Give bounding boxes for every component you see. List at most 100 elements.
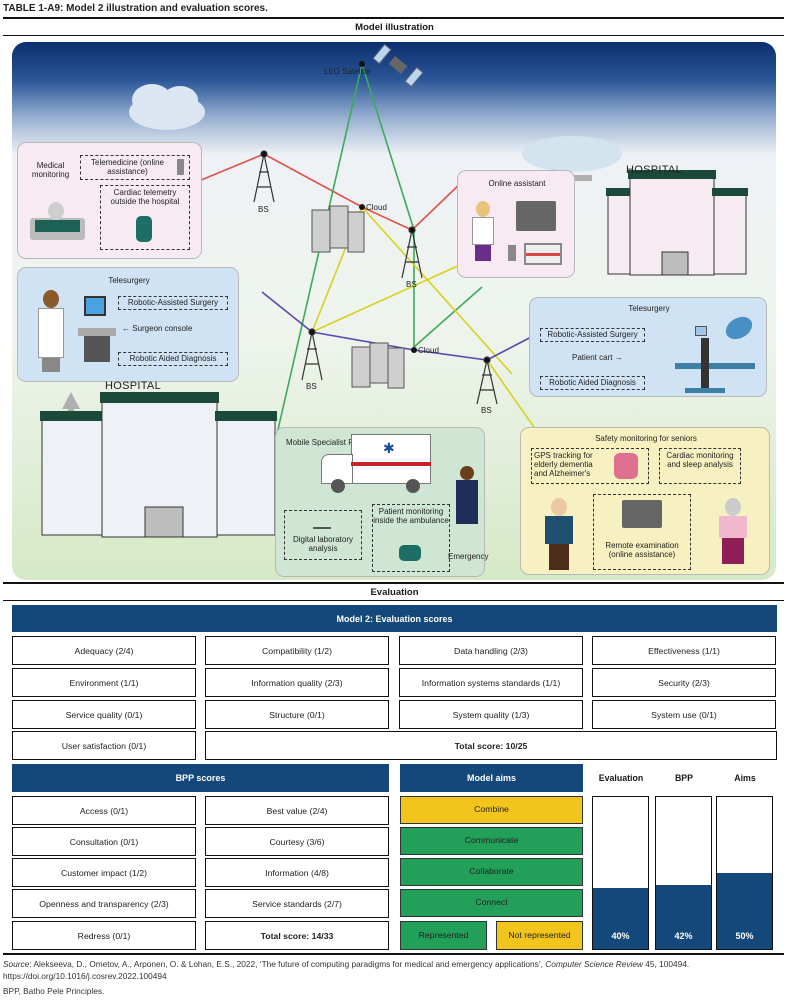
evaluation-cell: Information systems standards (1/1) (399, 668, 583, 697)
laptop-video-call-icon (516, 201, 556, 231)
evaluation-cell: Information quality (2/3) (205, 668, 389, 697)
bpp-cell: Information (4/8) (205, 858, 389, 887)
illustration-header: Model illustration (355, 22, 434, 33)
bpp-cell: Access (0/1) (12, 796, 196, 825)
elderly-man-icon (545, 498, 573, 570)
bar-label: Evaluation (598, 773, 644, 783)
satellite-icon (359, 43, 424, 88)
evaluation-cell: System quality (1/3) (399, 700, 583, 729)
satellite-label: LEO Satellite (324, 67, 371, 76)
divider (3, 35, 784, 36)
aim-communicate: Communicate (400, 827, 583, 855)
table-caption: TABLE 1-A9: Model 2 illustration and eva… (3, 3, 268, 14)
percent-bar-fill (593, 888, 648, 949)
sky-cloud-icon (129, 84, 205, 130)
cell-tower-icon (253, 150, 275, 203)
smartwatch-icon (136, 216, 152, 242)
evaluation-cell: Adequacy (2/4) (12, 636, 196, 665)
patient-cart-label: Patient cart → (572, 353, 623, 362)
panel-title: Medical monitoring (31, 161, 70, 180)
gps-tracking-box: GPS tracking for elderly dementia and Al… (531, 448, 649, 484)
bpp-total: Total score: 14/33 (205, 921, 389, 950)
evaluation-cell: User satisfaction (0/1) (12, 731, 196, 760)
rad-box: Robotic Aided Diagnosis (540, 376, 645, 390)
cell-tower-icon (476, 356, 498, 405)
divider (3, 600, 784, 601)
ecg-tablet-icon (524, 243, 562, 265)
bpp-cell: Best value (2/4) (205, 796, 389, 825)
bs-label: BS (306, 382, 317, 391)
percent-bar: 50% (716, 796, 773, 950)
bar-label: BPP (674, 773, 694, 783)
remote-exam-box: Remote examination (online assistance) (593, 494, 691, 570)
percent-bar-value: 40% (611, 931, 630, 941)
hospital-building-right (606, 170, 748, 276)
ras-box: Robotic-Assisted Surgery (540, 328, 645, 342)
surgical-robot-icon (655, 312, 760, 393)
bpp-cell: Openness and transparency (2/3) (12, 889, 196, 918)
emergency-label: Emergency (448, 552, 489, 561)
cardiac-sleep-box: Cardiac monitoring and sleep analysis (659, 448, 741, 484)
bar-label: Aims (734, 773, 756, 783)
cloud-label: Cloud (418, 346, 439, 355)
test-tubes-icon (313, 517, 331, 529)
panel-telesurgery-left: Telesurgery Robotic-Assisted Surgery ← S… (17, 267, 239, 382)
paramedic-icon (456, 466, 478, 528)
source-note: Source: Alekseeva, D., Ometov, A., Arpon… (3, 959, 690, 982)
evaluation-cell: Structure (0/1) (205, 700, 389, 729)
link-green (361, 63, 415, 231)
panel-mobile-specialist: Mobile Specialist Practice ✱ Digital lab… (275, 427, 489, 577)
sky-cloud-icon (522, 136, 622, 172)
top-rule (3, 17, 784, 19)
surgeon-console-label: ← Surgeon console (122, 324, 193, 333)
evaluation-cell: Data handling (2/3) (399, 636, 583, 665)
lab-analysis-box: Digital laboratory analysis (284, 510, 362, 560)
percent-bar-fill (656, 885, 711, 949)
bpp-cell: Service standards (2/7) (205, 889, 389, 918)
bpp-cell: Redress (0/1) (12, 921, 196, 950)
bs-label: BS (481, 406, 492, 415)
evaluation-cell: Security (2/3) (592, 668, 776, 697)
surgeon-icon (36, 290, 66, 372)
divider (3, 582, 784, 584)
evaluation-cell: Environment (1/1) (12, 668, 196, 697)
telemedicine-box: Telemedicine (online assistance) (80, 155, 190, 180)
evaluation-scores-title: Model 2: Evaluation scores (12, 605, 777, 632)
panel-senior-safety: Safety monitoring for seniors GPS tracki… (520, 427, 770, 575)
ambulance-icon: ✱ (321, 434, 431, 494)
evaluation-total: Total score: 10/25 (205, 731, 777, 760)
hospital-label-right: HOSPITAL (626, 164, 682, 176)
aim-connect: Connect (400, 889, 583, 917)
evaluation-cell: Compatibility (1/2) (205, 636, 389, 665)
panel-title: Safety monitoring for seniors (595, 434, 697, 443)
divider (3, 953, 784, 955)
surgeon-console-icon (78, 296, 116, 374)
doctor-icon (472, 201, 494, 269)
model-aims-title: Model aims (400, 764, 583, 792)
panel-title: Telesurgery (108, 276, 150, 285)
percent-bar-value: 42% (674, 931, 693, 941)
rad-box: Robotic Aided Diagnosis (118, 352, 228, 366)
model-illustration: LEO Satellite Cloud Cloud BS BS BS BS Me… (12, 42, 776, 580)
cloud-label: Cloud (366, 203, 387, 212)
bs-label: BS (406, 280, 417, 289)
server-rack-icon (351, 342, 405, 389)
percent-bar: 42% (655, 796, 712, 950)
link-yellow (311, 263, 463, 333)
evaluation-cell: System use (0/1) (592, 700, 776, 729)
panel-title: Telesurgery (628, 304, 670, 313)
link-green (413, 286, 483, 348)
patient-bed-icon (30, 198, 85, 243)
aim-collaborate: Collaborate (400, 858, 583, 886)
panel-title: Mobile Specialist Practice (286, 438, 378, 447)
bpp-cell: Consultation (0/1) (12, 827, 196, 856)
bs-label: BS (258, 205, 269, 214)
legend-represented: Represented (400, 921, 487, 950)
percent-bar-fill (717, 873, 772, 949)
link-yellow (361, 206, 513, 375)
elderly-woman-icon (719, 498, 747, 570)
evaluation-header: Evaluation (370, 587, 419, 598)
cell-tower-icon (401, 226, 423, 279)
cardiac-telemetry-box: Cardiac telemetry outside the hospital (100, 185, 190, 250)
hospital-building-left (40, 392, 277, 538)
